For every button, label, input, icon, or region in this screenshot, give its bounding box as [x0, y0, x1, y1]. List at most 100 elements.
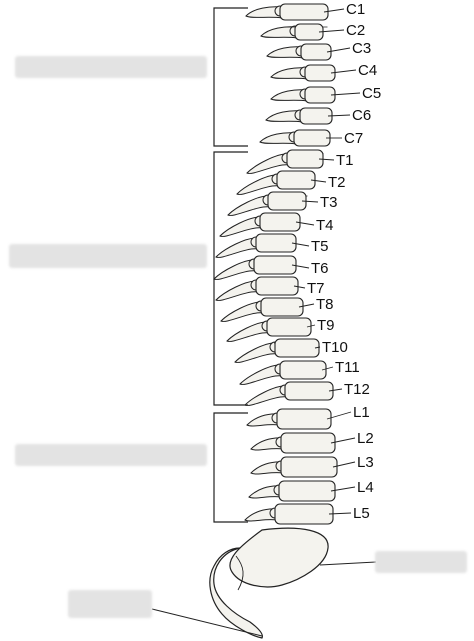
- vertebral-column-illustration: [209, 3, 338, 639]
- leader-t11: [321, 366, 334, 371]
- leader-t9: [306, 324, 316, 328]
- leader-l5: [328, 512, 352, 515]
- vertebral-body-t7: [255, 276, 299, 296]
- lumbar-bracket: [213, 412, 248, 523]
- vertebra-label-t12: T12: [344, 381, 370, 398]
- vertebra-label-t2: T2: [328, 174, 346, 191]
- spinous-process: [266, 46, 304, 59]
- lumbar-region-label-box[interactable]: [15, 444, 207, 466]
- leader-l2: [330, 437, 356, 444]
- leader-t1: [318, 158, 335, 161]
- spinous-process: [245, 6, 283, 19]
- leader-c5: [330, 92, 361, 96]
- spinous-process: [244, 508, 278, 522]
- leader-l3: [332, 461, 356, 468]
- spinous-process: [215, 237, 259, 258]
- vertebral-body-t10: [274, 338, 320, 358]
- vertebra-label-l1: L1: [353, 404, 370, 421]
- cervical-bracket: [213, 7, 248, 147]
- spinous-process: [219, 216, 263, 237]
- leader-t6: [291, 264, 310, 269]
- spinous-process: [265, 110, 303, 123]
- spinous-process: [227, 195, 271, 216]
- vertebral-body-c1: [279, 3, 329, 21]
- vertebral-body-t12: [284, 381, 334, 401]
- vertebra-label-t9: T9: [317, 317, 335, 334]
- coccyx-label-box[interactable]: [68, 590, 152, 618]
- sacrum-label-box[interactable]: [375, 551, 467, 573]
- spinous-process: [260, 26, 298, 39]
- vertebra-label-l4: L4: [357, 479, 374, 496]
- label-leader-lines: [291, 8, 361, 515]
- vertebra-label-c6: C6: [352, 107, 371, 124]
- vertebral-body-t4: [259, 212, 301, 232]
- spinous-process: [234, 342, 278, 363]
- spinous-process: [250, 437, 284, 451]
- vertebral-body-t5: [255, 233, 297, 253]
- spinous-process: [236, 174, 280, 195]
- leader-c3: [326, 47, 351, 53]
- coccyx-shape: [209, 547, 263, 639]
- spinous-process: [270, 89, 308, 102]
- vertebra-label-t8: T8: [316, 296, 334, 313]
- vertebral-body-t1: [286, 149, 324, 169]
- leader-c1: [323, 8, 345, 13]
- thoracic-region-label-box[interactable]: [9, 244, 207, 268]
- vertebra-label-c7: C7: [344, 130, 363, 147]
- spinous-process: [246, 153, 290, 174]
- spinous-process: [220, 301, 264, 322]
- spinous-process: [246, 413, 280, 427]
- leader-l4: [330, 486, 356, 492]
- vertebral-body-l1: [276, 408, 332, 430]
- vertebral-body-l4: [278, 480, 336, 502]
- vertebral-body-c5: [304, 86, 336, 104]
- thoracic-bracket: [213, 151, 248, 406]
- vertebral-body-t8: [260, 297, 304, 317]
- sacral-ridge: [235, 555, 244, 591]
- coccyx-leader-line: [151, 608, 263, 637]
- vertebra-label-t11: T11: [335, 359, 360, 376]
- vertebral-body-c7: [293, 129, 331, 147]
- leader-c6: [327, 114, 351, 117]
- region-brackets: [213, 7, 248, 523]
- vertebra-label-c2: C2: [346, 22, 365, 39]
- leader-t12: [328, 388, 343, 392]
- leader-c2: [318, 29, 345, 33]
- vertebral-body-c3: [300, 43, 332, 61]
- leader-t7: [293, 285, 306, 289]
- vertebra-label-t6: T6: [311, 260, 329, 277]
- leader-c4: [330, 69, 357, 74]
- leader-t2: [310, 179, 327, 183]
- vertebral-body-t2: [276, 170, 316, 190]
- vertebra-label-c1: C1: [346, 1, 365, 18]
- spinous-process: [270, 67, 308, 80]
- vertebra-label-t1: T1: [336, 152, 354, 169]
- spinous-process: [226, 321, 270, 342]
- vertebra-label-t10: T10: [322, 339, 348, 356]
- vertebra-label-l2: L2: [357, 430, 374, 447]
- vertebra-label-t5: T5: [311, 238, 329, 255]
- leader-t4: [295, 221, 315, 226]
- leader-t8: [298, 303, 315, 308]
- vertebra-label-c5: C5: [362, 85, 381, 102]
- cervical-region-label-box[interactable]: [15, 56, 207, 78]
- leader-t5: [291, 242, 310, 247]
- spinous-process: [215, 280, 259, 301]
- spinous-process: [239, 364, 283, 385]
- vertebral-body-l2: [280, 432, 336, 454]
- vertebral-body-c6: [299, 107, 333, 125]
- vertebra-label-t3: T3: [320, 194, 338, 211]
- sacrum-leader-line: [319, 561, 377, 566]
- spinous-process: [250, 461, 284, 475]
- vertebral-body-l5: [274, 503, 334, 525]
- vertebra-labels: C1C2C3C4C5C6C7T1T2T3T4T5T6T7T8T9T10T11T1…: [307, 1, 381, 522]
- spinous-process: [248, 485, 282, 499]
- leader-t3: [301, 200, 319, 203]
- vertebra-label-t4: T4: [316, 217, 334, 234]
- vertebra-label-t7: T7: [307, 280, 325, 297]
- vertebral-body-c2: [294, 23, 324, 41]
- vertebra-label-c3: C3: [352, 40, 371, 57]
- spinous-process: [259, 132, 297, 145]
- vertebral-body-c4: [304, 64, 336, 82]
